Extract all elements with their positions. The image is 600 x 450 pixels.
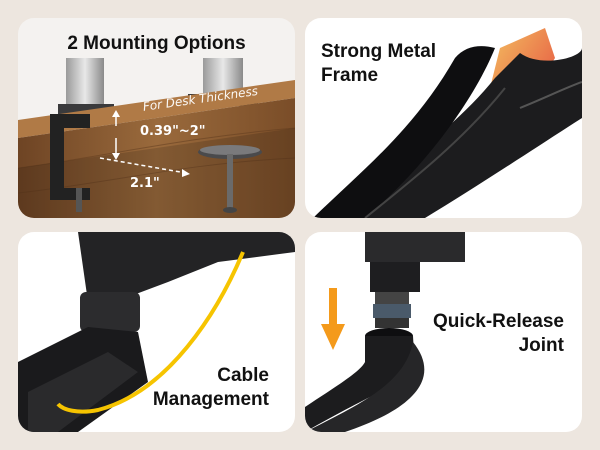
quick-release-panel: Quick-Release Joint	[305, 232, 582, 432]
cable	[56, 251, 245, 414]
cable-management-panel: Cable Management	[18, 232, 295, 432]
cable-management-illustration	[18, 232, 295, 432]
panel-title: 2 Mounting Options	[67, 33, 246, 54]
arrow-head	[112, 153, 120, 160]
cable-channel	[28, 352, 138, 432]
lower-arm	[305, 336, 415, 432]
grommet-plate-top	[200, 145, 260, 155]
frame-highlight	[364, 87, 506, 218]
connector-ring	[373, 304, 411, 318]
frame-edge	[313, 46, 495, 218]
desk-clamp-illustration	[18, 58, 295, 218]
connector-ring	[375, 292, 409, 304]
metal-frame-illustration	[313, 28, 582, 218]
panel-title: Cable Management	[153, 364, 269, 412]
wood-grain	[18, 127, 295, 169]
frame-highlight	[519, 81, 582, 109]
arm-joint	[80, 292, 140, 332]
connector-ring	[375, 318, 409, 328]
arrow-head	[112, 110, 120, 117]
top-bracket	[365, 232, 465, 262]
pole-left	[66, 58, 104, 113]
title-line: Management	[152, 389, 269, 410]
lower-arm-shade	[305, 342, 425, 432]
c-clamp	[50, 114, 90, 200]
thickness-range: 0.39"~2"	[140, 124, 206, 139]
title-line: Joint	[518, 335, 564, 356]
clamp-screw	[76, 188, 82, 212]
arrow-head	[182, 169, 190, 177]
grommet-nut	[223, 207, 237, 213]
upper-arm	[78, 232, 295, 302]
top-connector	[370, 262, 420, 292]
mounting-options-panel: 2 Mounting Options For Desk Thickness 0.…	[18, 18, 295, 218]
title-line: Cable	[217, 365, 269, 386]
grommet-bolt	[227, 154, 233, 208]
panel-title: Strong Metal Frame	[321, 40, 461, 88]
offset-dimension: 2.1"	[130, 176, 160, 191]
down-arrow	[329, 288, 337, 328]
metal-frame-panel: Strong Metal Frame	[305, 18, 582, 218]
title-line: Strong Metal	[321, 41, 437, 62]
panel-title: Quick-Release Joint	[404, 310, 564, 358]
title-line: Quick-Release	[433, 311, 564, 332]
quick-release-illustration	[305, 232, 465, 432]
title-line: Frame	[321, 65, 379, 86]
offset-arrow	[99, 157, 187, 174]
down-arrow-head	[321, 324, 345, 350]
